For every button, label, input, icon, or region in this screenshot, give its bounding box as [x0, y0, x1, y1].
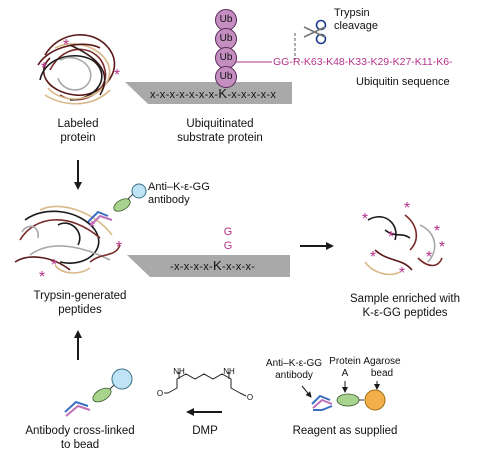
dmp-nh-right: NH [223, 367, 235, 376]
ubiquitin-chain [215, 9, 237, 88]
crosslinked-label: Antibody cross-linked to bead [25, 425, 135, 451]
labeled-protein-tangle [37, 34, 116, 105]
svg-text:*: * [399, 265, 405, 282]
svg-text:*: * [114, 67, 120, 84]
peptide-seq-left: -x-x-x-x- [170, 261, 214, 273]
svg-text:*: * [63, 37, 69, 54]
trypsin-peptides-label: Trypsin-generated peptides [33, 290, 127, 316]
svg-text:*: * [51, 257, 57, 274]
peptide-bar [127, 255, 290, 277]
labeled-protein-label: Labeled protein [57, 118, 99, 144]
ub-label: Ub [219, 71, 233, 82]
substrate-seq-right: -x-x-x-x-x [227, 89, 277, 101]
substrate-protein-bar [125, 82, 292, 104]
substrate-seq-k: K [218, 86, 228, 101]
peptide-seq-right: -x-x-x- [222, 261, 256, 273]
peptide-seq-k: K [213, 258, 222, 273]
svg-text:*: * [434, 223, 440, 240]
antibody-bound [87, 183, 147, 227]
dmp-label: DMP [192, 425, 218, 437]
ub-label: Ub [219, 14, 233, 25]
star-icon: * * * * * * * * [362, 200, 445, 282]
scissors-icon [303, 19, 327, 45]
star-icon: * * * * [39, 219, 122, 286]
svg-text:*: * [388, 229, 394, 246]
svg-text:*: * [439, 239, 445, 256]
peptide-sequence: -x-x-x-x-K-x-x-x- [170, 259, 255, 274]
dmp-o-right: O [246, 393, 254, 402]
substrate-sequence: x-x-x-x-x-x-x-K-x-x-x-x-x [150, 87, 276, 102]
dmp-structure [164, 372, 247, 397]
pointer-antibody [301, 385, 312, 398]
ub-label: Ub [219, 33, 233, 44]
ubiquitin-sequence-label: Ubiquitin sequence [356, 76, 450, 88]
gg-top: G [223, 226, 233, 238]
svg-text:*: * [362, 211, 368, 228]
agarose-bead-label: Agarose bead [363, 356, 401, 379]
crosslinked-antibody-bead [64, 368, 133, 417]
substrate-seq-left: x-x-x-x-x-x-x- [150, 89, 219, 101]
trypsin-cleavage-label: Trypsin cleavage [334, 7, 379, 32]
svg-text:*: * [116, 239, 122, 256]
dmp-o-left: O [156, 389, 164, 398]
svg-text:*: * [370, 249, 376, 266]
substrate-protein-label: Ubiquitinated substrate protein [177, 118, 263, 144]
dmp-nh-left: NH [173, 367, 185, 376]
digested-peptides-tangle [14, 205, 121, 274]
svg-text:*: * [404, 200, 410, 217]
gg-bottom: G [223, 240, 233, 252]
svg-text:*: * [89, 219, 95, 236]
antibody-label: Anti–K-ε-GG antibody [148, 181, 210, 206]
ub-label: Ub [219, 52, 233, 63]
svg-text:*: * [39, 269, 45, 286]
enriched-sample-tangle [364, 214, 443, 276]
ubiquitin-sequence: GG-R-K63-K48-K33-K29-K27-K11-K6- [273, 56, 453, 68]
reagent-antibody-label: Anti–K-ε-GG antibody [265, 358, 323, 381]
svg-text:*: * [426, 249, 432, 266]
enriched-sample-label: Sample enriched with K-ε-GG peptides [350, 293, 460, 319]
protein-a-label: Protein A [329, 356, 361, 379]
reagent-construct [311, 389, 386, 411]
star-icon: * * * [41, 37, 120, 84]
svg-text:*: * [41, 60, 47, 77]
reagent-supplied-label: Reagent as supplied [292, 425, 398, 437]
